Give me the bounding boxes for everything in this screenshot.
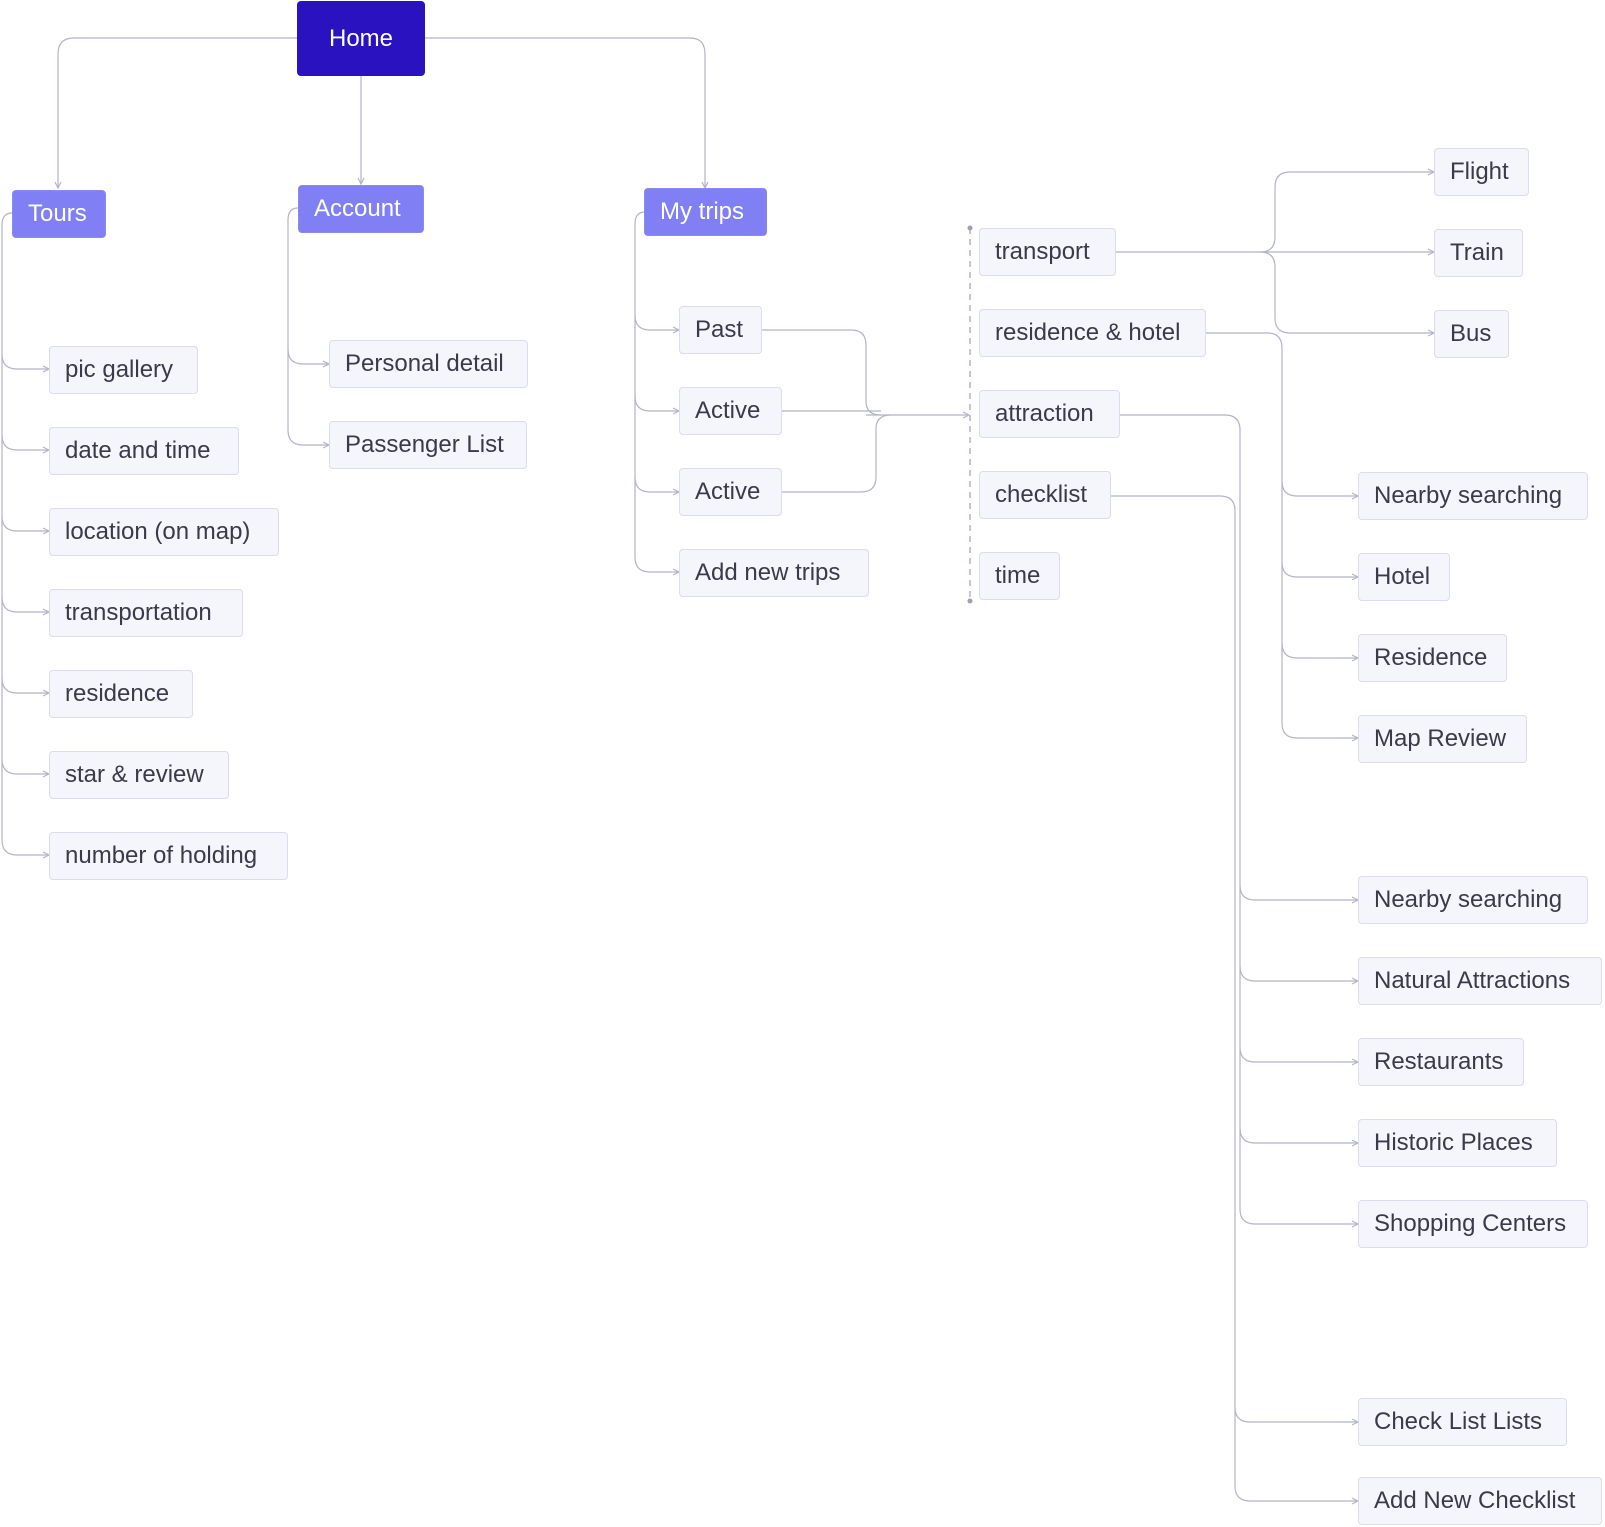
edge-tours-trunk: [1, 212, 49, 855]
checklist-option[interactable]: Check List Lists: [1358, 1398, 1567, 1446]
my-trips-item-label: Active: [695, 397, 761, 424]
tours-item-label: transportation: [65, 599, 212, 626]
tours-item-label: pic gallery: [65, 356, 174, 383]
account-item-label: Personal detail: [345, 350, 504, 377]
trip-detail-label: attraction: [995, 400, 1094, 427]
attraction-option[interactable]: Natural Attractions: [1358, 957, 1602, 1005]
attraction-option[interactable]: Shopping Centers: [1358, 1200, 1588, 1248]
my-trips-item-label: Active: [695, 478, 761, 505]
trip-detail-label: time: [995, 562, 1041, 589]
trip-detail-label: checklist: [995, 481, 1088, 508]
trip-detail-attraction[interactable]: attraction: [979, 390, 1120, 438]
transport-option[interactable]: Flight: [1434, 148, 1529, 196]
trip-detail-label: transport: [995, 238, 1090, 265]
attraction-option-label: Nearby searching: [1374, 886, 1563, 913]
my-trips-node[interactable]: My trips: [644, 188, 767, 236]
tours-item-label: date and time: [65, 437, 211, 464]
residence-option-label: Nearby searching: [1374, 482, 1563, 509]
residence-option-label: Hotel: [1374, 563, 1431, 590]
attraction-option[interactable]: Nearby searching: [1358, 876, 1588, 924]
trip-detail-transport[interactable]: transport: [979, 228, 1116, 276]
checklist-option-label: Check List Lists: [1374, 1408, 1543, 1435]
trip-detail-checklist[interactable]: checklist: [979, 471, 1111, 519]
attraction-option-label: Restaurants: [1374, 1048, 1504, 1075]
tours-item-label: star & review: [65, 761, 204, 788]
tours-item[interactable]: pic gallery: [49, 346, 198, 394]
tours-item-label: residence: [65, 680, 170, 707]
my-trips-item-label: Add new trips: [695, 559, 841, 586]
account-label: Account: [314, 195, 401, 222]
edge-home-tours: [58, 37, 297, 188]
transport-option-label: Flight: [1450, 158, 1509, 185]
edge-home-mytrips: [425, 37, 705, 188]
residence-option[interactable]: Nearby searching: [1358, 472, 1588, 520]
my-trips-item[interactable]: Active: [679, 468, 782, 516]
account-item[interactable]: Personal detail: [329, 340, 528, 388]
attraction-option-label: Historic Places: [1374, 1129, 1533, 1156]
account-item-label: Passenger List: [345, 431, 504, 458]
residence-option[interactable]: Map Review: [1358, 715, 1527, 763]
account-item[interactable]: Passenger List: [329, 421, 527, 469]
trip-detail-time[interactable]: time: [979, 552, 1060, 600]
transport-option[interactable]: Train: [1434, 229, 1523, 277]
my-trips-item[interactable]: Active: [679, 387, 782, 435]
attraction-option[interactable]: Restaurants: [1358, 1038, 1524, 1086]
edge-account-trunk: [287, 207, 329, 445]
home-label: Home: [328, 24, 394, 52]
tours-item[interactable]: location (on map): [49, 508, 279, 556]
tours-item-label: location (on map): [65, 518, 251, 545]
attraction-option-label: Natural Attractions: [1374, 967, 1571, 994]
checklist-option[interactable]: Add New Checklist: [1358, 1477, 1602, 1525]
transport-option[interactable]: Bus: [1434, 310, 1509, 358]
details-group-line: [967, 225, 973, 604]
tours-item[interactable]: residence: [49, 670, 193, 718]
tours-item[interactable]: date and time: [49, 427, 239, 475]
transport-option-label: Train: [1450, 239, 1504, 266]
tours-item[interactable]: transportation: [49, 589, 243, 637]
account-node[interactable]: Account: [298, 185, 424, 233]
residence-option-label: Map Review: [1374, 725, 1507, 752]
my-trips-item[interactable]: Past: [679, 306, 762, 354]
tours-item[interactable]: star & review: [49, 751, 229, 799]
tours-item[interactable]: number of holding: [49, 832, 288, 880]
my-trips-label: My trips: [660, 198, 744, 225]
attraction-option-label: Shopping Centers: [1374, 1210, 1567, 1237]
edge-mytrips-trunk: [634, 211, 679, 572]
checklist-option-label: Add New Checklist: [1374, 1487, 1576, 1514]
tours-label: Tours: [28, 200, 87, 227]
tours-node[interactable]: Tours: [12, 190, 106, 238]
trip-detail-label: residence & hotel: [995, 319, 1181, 346]
trip-detail-residence[interactable]: residence & hotel: [979, 309, 1206, 357]
tours-item-label: number of holding: [65, 842, 258, 869]
attraction-option[interactable]: Historic Places: [1358, 1119, 1557, 1167]
home-node[interactable]: Home: [297, 1, 425, 76]
my-trips-item-label: Past: [695, 316, 744, 343]
my-trips-item[interactable]: Add new trips: [679, 549, 869, 597]
residence-option-label: Residence: [1374, 644, 1488, 671]
residence-option[interactable]: Hotel: [1358, 553, 1450, 601]
transport-option-label: Bus: [1450, 320, 1492, 347]
residence-option[interactable]: Residence: [1358, 634, 1507, 682]
